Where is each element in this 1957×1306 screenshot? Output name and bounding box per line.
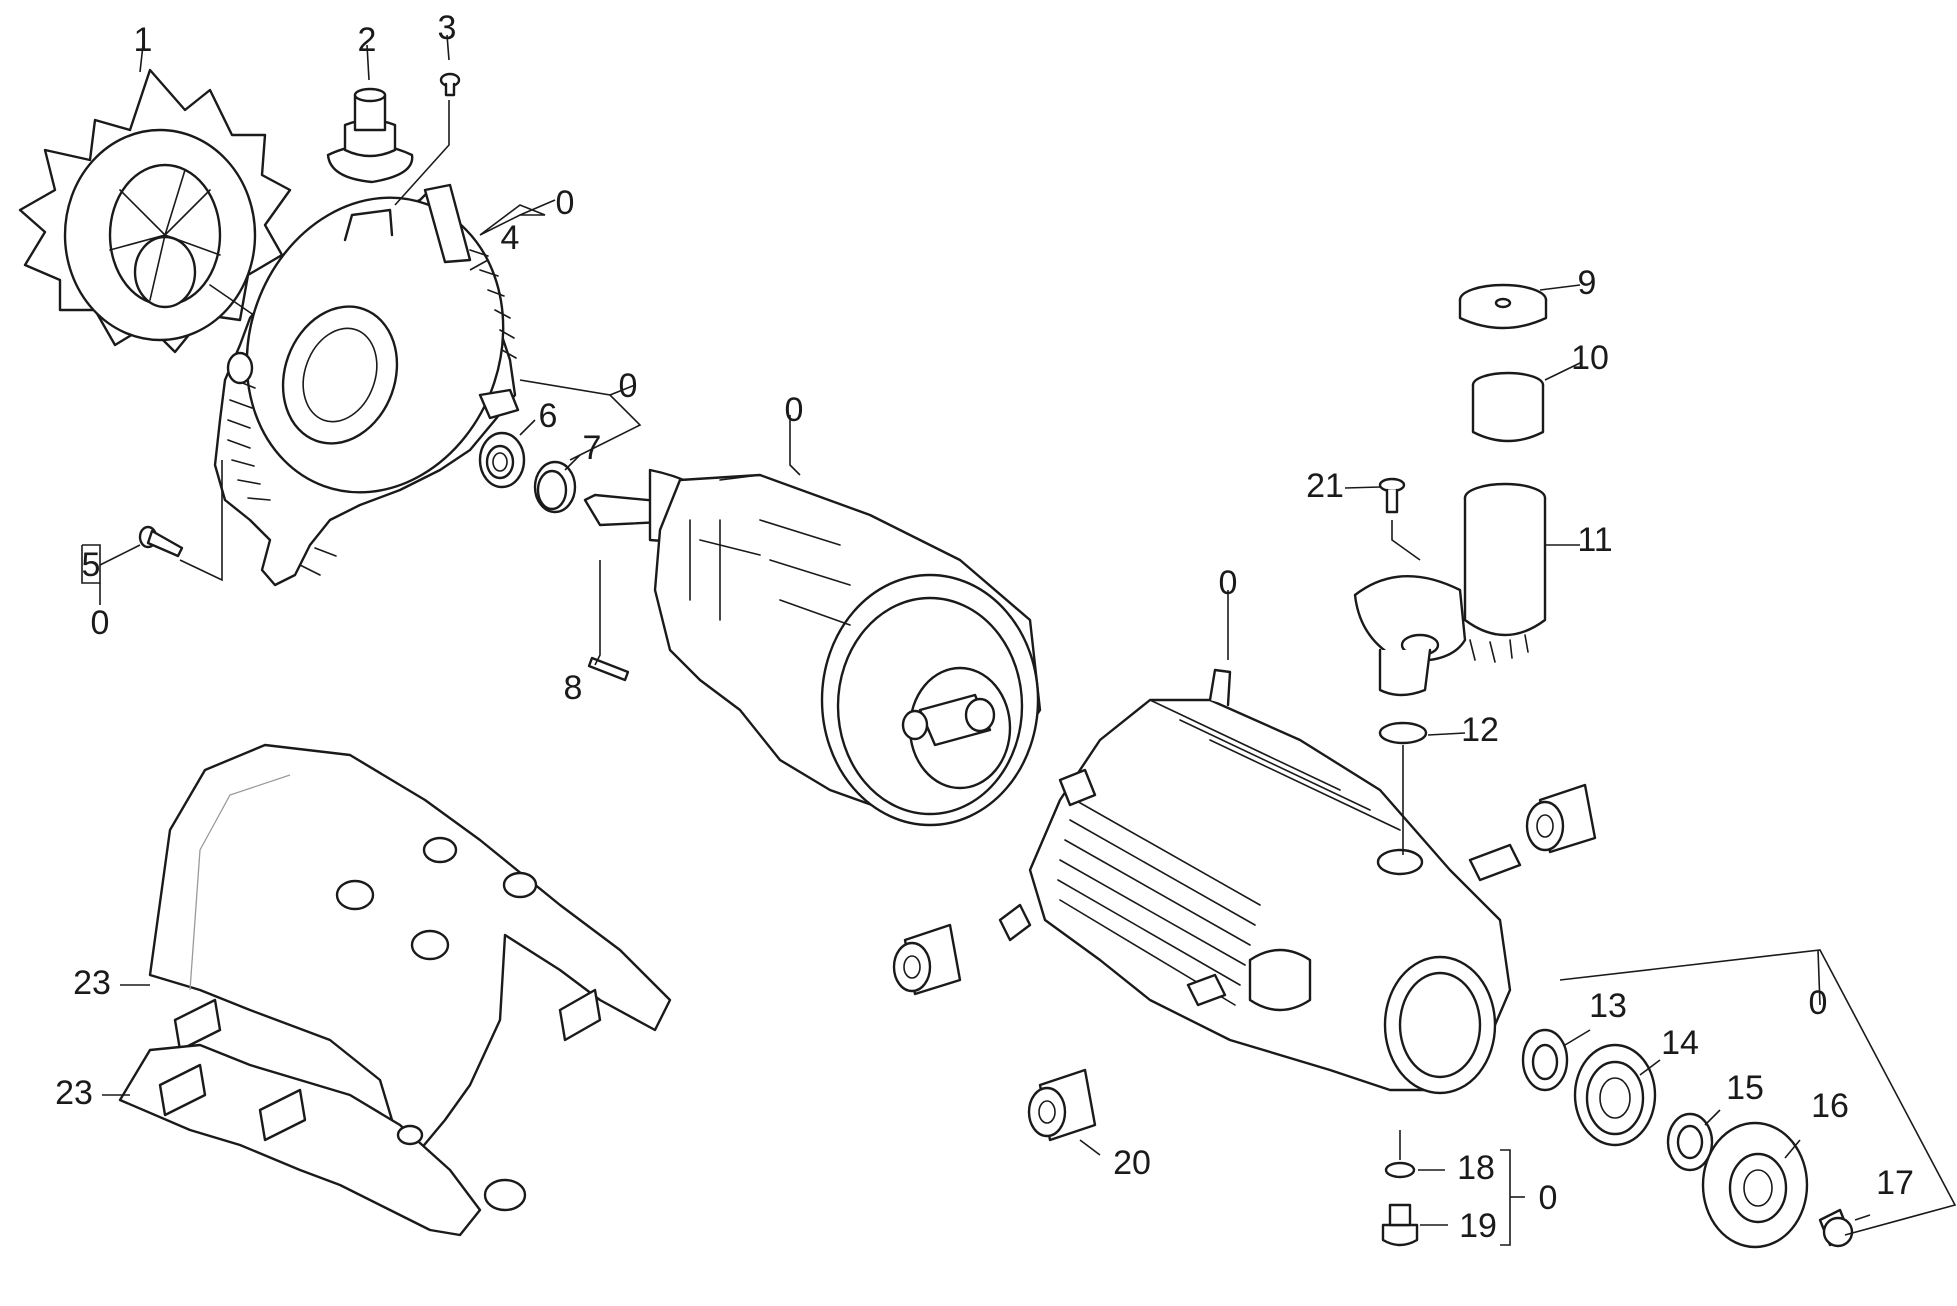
callout-label: 10 xyxy=(1571,339,1609,377)
bearing-14 xyxy=(1573,1043,1657,1147)
callout-label: 20 xyxy=(1113,1144,1151,1182)
callout-label: 5 xyxy=(82,546,101,584)
callout-label: 23 xyxy=(55,1074,93,1112)
callout-label: 0 xyxy=(556,184,575,222)
plug-20-left xyxy=(892,923,962,996)
callout-label: 12 xyxy=(1461,711,1499,749)
callout-label: 0 xyxy=(619,367,638,405)
nipple-part xyxy=(326,87,414,184)
callout-label: 23 xyxy=(73,964,111,1002)
cap-part xyxy=(1458,283,1548,330)
callout-label: 0 xyxy=(91,604,110,642)
callout-label: 13 xyxy=(1589,987,1627,1025)
motor-part xyxy=(583,468,1042,827)
o-ring-12 xyxy=(1378,721,1428,745)
sleeve-15 xyxy=(1666,1112,1714,1172)
tank-part xyxy=(1353,482,1547,697)
callout-label: 19 xyxy=(1459,1207,1497,1245)
ring-part xyxy=(533,460,577,514)
callout-label: 15 xyxy=(1726,1069,1764,1107)
plug-19 xyxy=(1381,1203,1419,1247)
pump-housing-part xyxy=(998,668,1522,1095)
seal-13 xyxy=(1521,1028,1569,1092)
callout-label: 16 xyxy=(1811,1087,1849,1125)
callout-label: 3 xyxy=(438,9,457,47)
callout-label: 9 xyxy=(1578,264,1597,302)
bearing-part xyxy=(478,431,526,489)
callout-label: 7 xyxy=(583,429,602,467)
callout-label: 21 xyxy=(1306,467,1344,505)
bolt-part xyxy=(138,525,184,558)
o-ring-18 xyxy=(1384,1161,1416,1179)
callout-label: 0 xyxy=(1219,564,1238,602)
screw-part xyxy=(439,72,461,97)
plug-20-bottom xyxy=(1027,1068,1097,1142)
pulley-16 xyxy=(1701,1121,1809,1249)
screw-21 xyxy=(1378,477,1406,514)
callout-label: 8 xyxy=(564,669,583,707)
fan-part xyxy=(18,68,292,354)
callout-label: 2 xyxy=(358,21,377,59)
nut-17 xyxy=(1818,1208,1854,1248)
callout-label: 0 xyxy=(1539,1179,1558,1217)
callout-label: 6 xyxy=(539,397,558,435)
leader-lines xyxy=(81,34,1957,1246)
callout-label: 14 xyxy=(1661,1024,1699,1062)
flange-part xyxy=(213,183,520,587)
callout-label: 18 xyxy=(1457,1149,1495,1187)
callout-label: 17 xyxy=(1876,1164,1914,1202)
callout-label: 1 xyxy=(134,21,153,59)
callout-label: 11 xyxy=(1577,521,1612,559)
callout-label: 0 xyxy=(1809,984,1828,1022)
callout-label: 4 xyxy=(501,219,520,257)
plug-20-top xyxy=(1525,783,1597,854)
callout-label: 0 xyxy=(785,391,804,429)
key-part xyxy=(587,656,630,682)
cover-23-upper xyxy=(148,743,672,1152)
cover-23-lower xyxy=(118,1043,527,1237)
filter-part xyxy=(1471,371,1545,443)
